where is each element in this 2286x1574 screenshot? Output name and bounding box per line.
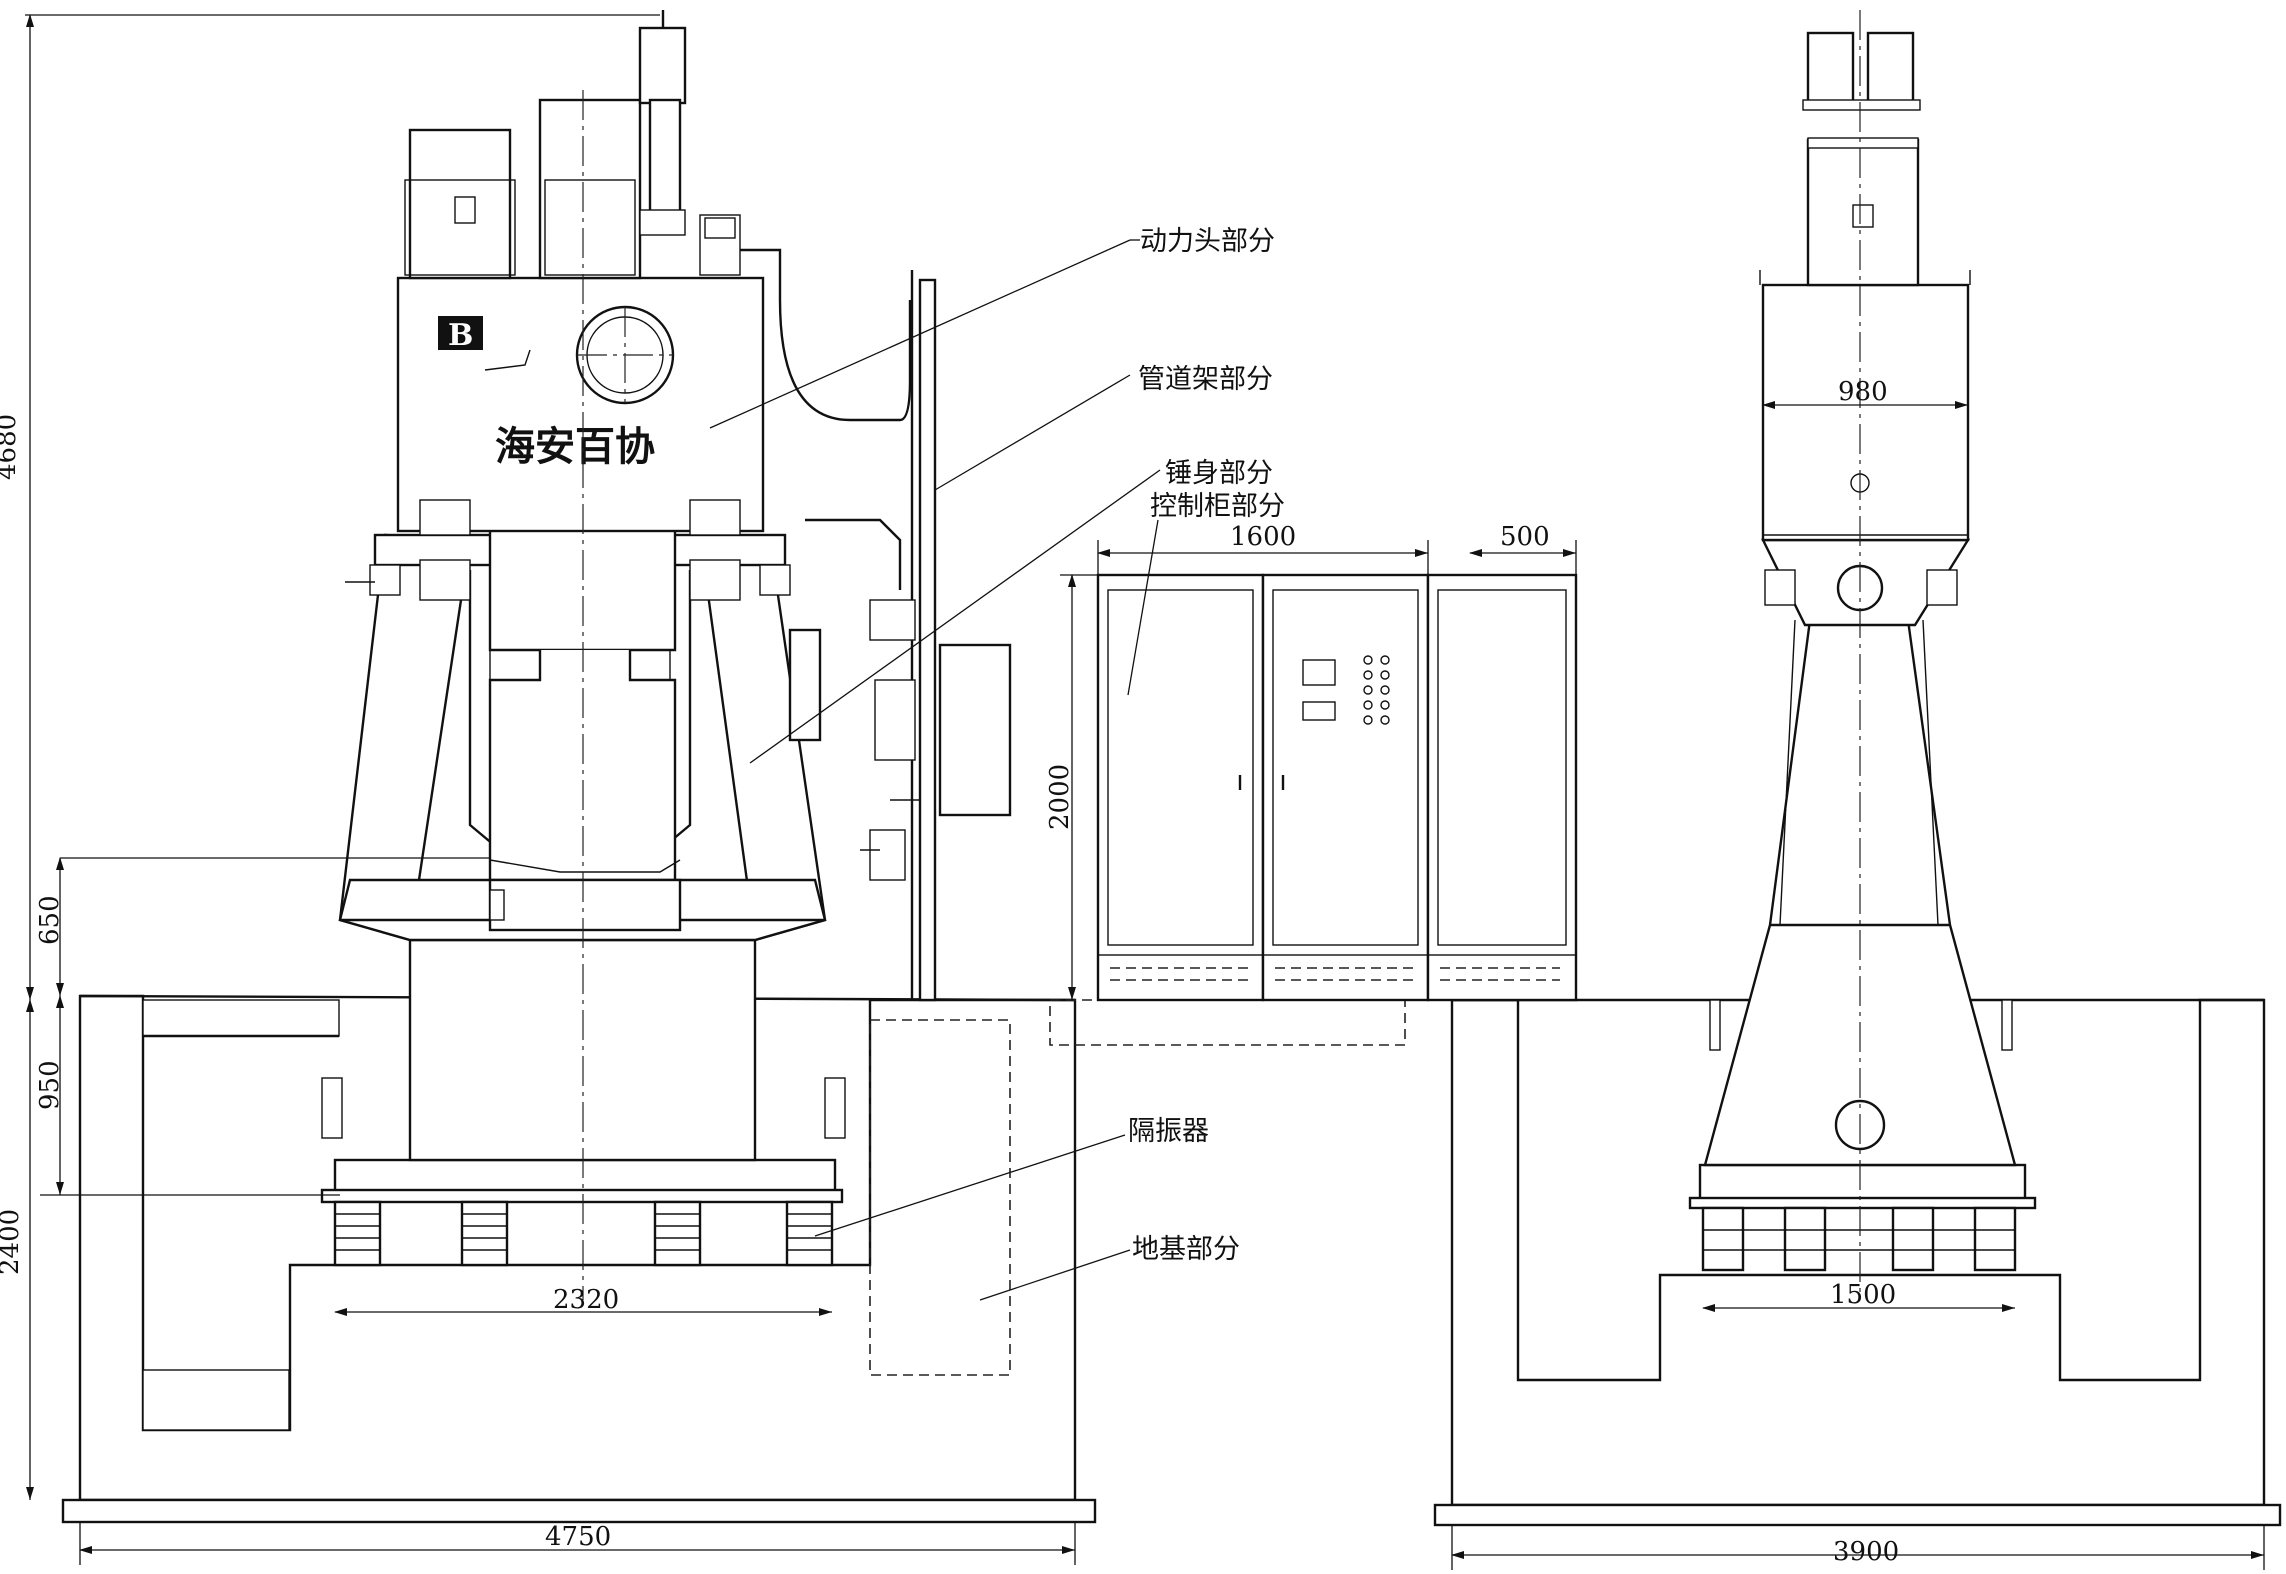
side-isolator-springs (1701, 1206, 2017, 1272)
left-machine: B 海安百协 (320, 10, 1012, 1300)
label-power-head: 动力头部分 (1140, 226, 1275, 257)
control-buttons (1363, 655, 1390, 725)
dim-total-height: 4680 (0, 414, 22, 480)
control-cabinet (1096, 573, 1578, 1002)
label-pipe-frame: 管道架部分 (1138, 364, 1273, 395)
logo-letter: B (448, 318, 473, 353)
dim-1500: 1500 (1830, 1280, 1896, 1310)
dim-3900: 3900 (1833, 1537, 1899, 1567)
label-control-cabinet: 控制柜部分 (1150, 491, 1285, 522)
brand-text: 海安百协 (495, 423, 655, 470)
side-view-machine (1688, 10, 2037, 1300)
dimension-lines: 4680 650 950 2400 2320 4750 1600 500 200… (0, 14, 2265, 1570)
dim-2400: 2400 (0, 1209, 25, 1275)
label-foundation: 地基部分 (1132, 1234, 1240, 1265)
dim-cabinet-height: 2000 (1045, 764, 1075, 830)
brand-logo-icon (438, 316, 483, 350)
leader-labels: 动力头部分 管道架部分 锤身部分 控制柜部分 隔振器 地基部分 (709, 226, 1285, 1301)
dim-4750: 4750 (545, 1522, 611, 1552)
dim-650: 650 (35, 895, 65, 945)
dim-980: 980 (1838, 377, 1888, 407)
left-foundation (61, 994, 1406, 1524)
dim-cabinet-side: 500 (1500, 522, 1550, 552)
isolator-springs (333, 1200, 834, 1267)
label-hammer-body: 锤身部分 (1165, 458, 1273, 489)
dim-950: 950 (35, 1060, 65, 1110)
dim-cabinet-width: 1600 (1230, 522, 1296, 552)
label-isolator: 隔振器 (1128, 1116, 1209, 1147)
dim-2320: 2320 (553, 1285, 619, 1315)
